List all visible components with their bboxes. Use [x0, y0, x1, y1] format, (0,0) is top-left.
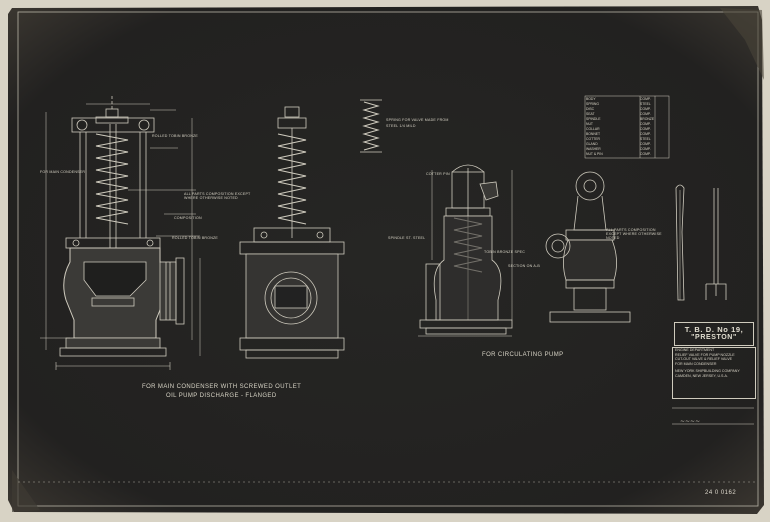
- parts-table-material: COMP.: [640, 132, 651, 136]
- signature: ~~~~: [680, 418, 701, 425]
- note-composition: COMPOSITION: [174, 216, 202, 220]
- parts-table-material: BRONZE: [640, 117, 655, 121]
- caption-circulating: FOR CIRCULATING PUMP: [482, 352, 564, 358]
- parts-table-row: GLAND COMP.: [586, 142, 670, 147]
- parts-table-row: NUT COMP.: [586, 122, 670, 127]
- parts-table-row: SPRING STEEL: [586, 102, 670, 107]
- parts-table-row: COLLAR COMP.: [586, 127, 670, 132]
- parts-table-material: COMP.: [640, 142, 651, 146]
- parts-table-material: COMP.: [640, 147, 651, 151]
- parts-table-part: SEAT: [586, 112, 595, 116]
- note-steel-spec: STEEL 1/4 MILD: [386, 124, 416, 128]
- parts-table-part: COTTER: [586, 137, 600, 141]
- note-bronze-top: ROLLED TOBIN BRONZE: [152, 134, 199, 138]
- parts-table-part: BODY: [586, 97, 596, 101]
- wrench-detail: [675, 184, 685, 301]
- note-tobin: TOBIN BRONZE SPEC: [484, 250, 526, 254]
- note-section: SECTION ON A-B: [508, 264, 540, 268]
- parts-table-row: COTTER STEEL: [586, 137, 670, 142]
- parts-table-part: SPRING: [586, 102, 599, 106]
- note-main-parts: ALL PARTS COMPOSITION EXCEPT WHERE OTHER…: [184, 192, 251, 200]
- parts-table-row: WASHER COMP.: [586, 147, 670, 152]
- parts-table-material: COMP.: [640, 107, 651, 111]
- parts-table-material: STEEL: [640, 137, 651, 141]
- parts-table-material: COMP.: [640, 152, 651, 156]
- note-spring: SPRING FOR VALVE MADE FROM: [386, 118, 449, 122]
- note-main-cond: FOR MAIN CONDENSER: [40, 170, 86, 174]
- main-valve-elevation: [239, 106, 345, 359]
- parts-table-part: NUT & PIN: [586, 152, 603, 156]
- title-builder-2: CAMDEN, NEW JERSEY, U.S.A.: [675, 373, 728, 378]
- parts-table-part: DISC: [586, 107, 595, 111]
- title-desc-1: RELIEF VALVE FOR PUMP NOZZLE: [675, 352, 735, 357]
- title-desc-2: CUT-OUT VALVE & RELIEF VALVE: [675, 357, 732, 362]
- fork-detail: [705, 188, 727, 300]
- drawing-frame: [17, 11, 759, 507]
- circulating-valve-section: [418, 164, 513, 337]
- title-description-block: ENGINE DEPARTMENT RELIEF VALVE FOR PUMP …: [672, 347, 756, 399]
- note-bronze-mid: ROLLED TOBIN BRONZE: [172, 236, 219, 240]
- parts-table-material: COMP.: [640, 97, 651, 101]
- drawing-number: 24 0 0162: [705, 490, 737, 496]
- note-cotter: COTTER PIN: [426, 172, 450, 176]
- parts-table-row: NUT & PIN COMP.: [586, 152, 670, 157]
- parts-table-part: SPINDLE: [586, 117, 601, 121]
- title-ship-line: T. B. D. No 19,: [684, 325, 744, 334]
- parts-table-material: COMP.: [640, 112, 651, 116]
- parts-table-material: COMP.: [640, 122, 651, 126]
- parts-table-material: COMP.: [640, 127, 651, 131]
- parts-table-row: SEAT COMP.: [586, 112, 670, 117]
- main-valve-section: [40, 96, 201, 370]
- parts-table-part: COLLAR: [586, 127, 600, 131]
- title-ship-name: "PRESTON": [691, 334, 737, 341]
- parts-table-part: WASHER: [586, 147, 601, 151]
- title-desc-3: FOR MAIN CONDENSER: [675, 361, 717, 366]
- spring-detail: [360, 99, 382, 153]
- parts-table-row: DISC COMP.: [586, 107, 670, 112]
- parts-table-grid: [584, 95, 670, 159]
- title-dept: ENGINE DEPARTMENT: [675, 348, 715, 352]
- print-background: [8, 6, 764, 514]
- parts-table-part: BONNET: [586, 132, 601, 136]
- caption-main-line2: OIL PUMP DISCHARGE - FLANGED: [166, 393, 277, 399]
- circulating-valve-elevation: [545, 171, 631, 323]
- parts-table-row: BONNET COMP.: [586, 132, 670, 137]
- caption-main-line1: FOR MAIN CONDENSER WITH SCREWED OUTLET: [142, 384, 302, 390]
- note-sp-steel: SPINDLE ST. STEEL: [388, 236, 426, 240]
- parts-table-part: GLAND: [586, 142, 598, 146]
- parts-table-material: STEEL: [640, 102, 651, 106]
- note-composition-parts: ALL PARTS COMPOSITION EXCEPT WHERE OTHER…: [606, 228, 662, 240]
- parts-table-row: SPINDLE BRONZE: [586, 117, 670, 122]
- parts-table-row: BODY COMP.: [586, 97, 670, 102]
- parts-table-part: NUT: [586, 122, 593, 126]
- title-ship-block: T. B. D. No 19, "PRESTON": [674, 322, 754, 346]
- title-builder-1: NEW YORK SHIPBUILDING COMPANY: [675, 369, 740, 374]
